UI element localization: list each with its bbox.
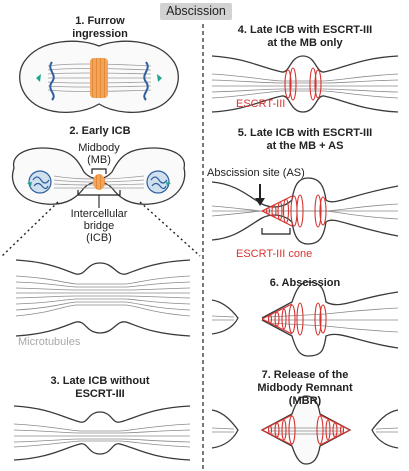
- late-icb-escrt-mb-as: [211, 177, 399, 245]
- escrt-cone-label: ESCRT-III cone: [236, 248, 313, 260]
- step-6-label: 6. Abscission: [269, 277, 341, 289]
- midbody-icon: [93, 174, 105, 190]
- zoom-line: [139, 201, 201, 257]
- nucleus-icon: [146, 170, 170, 194]
- centrosome-icon: [36, 74, 162, 82]
- microtubules-label: Microtubules: [18, 336, 81, 348]
- title-badge: Abscission: [160, 3, 232, 20]
- chromatin-icon: [49, 61, 149, 101]
- nucleus-icon: [28, 170, 52, 194]
- late-icb-escrt-mb: [211, 55, 399, 113]
- contractile-ring: [90, 58, 108, 98]
- abscission-panel: [211, 281, 399, 357]
- early-icb-cell: [11, 147, 186, 208]
- furrow-ingression-cell: [19, 40, 179, 114]
- escrt-cone-icon: [261, 194, 327, 228]
- midbody-bracket: [91, 168, 107, 174]
- midbody-label: Midbody (MB): [78, 142, 120, 166]
- step-2-label: 2. Early ICB: [69, 125, 131, 137]
- escrt-ring-icon: [284, 67, 322, 101]
- late-icb-no-escrt: [13, 405, 191, 461]
- escrt-cone-bracket: [261, 228, 291, 235]
- zoom-line: [1, 201, 59, 257]
- abscission-site-label: Abscission site (AS): [207, 167, 305, 179]
- icb-label: Intercellular bridge (ICB): [70, 208, 128, 244]
- escrt-iii-label: ESCRT-III: [236, 98, 286, 110]
- icb-zoom: [15, 259, 191, 337]
- mbr-release-panel: [211, 395, 399, 465]
